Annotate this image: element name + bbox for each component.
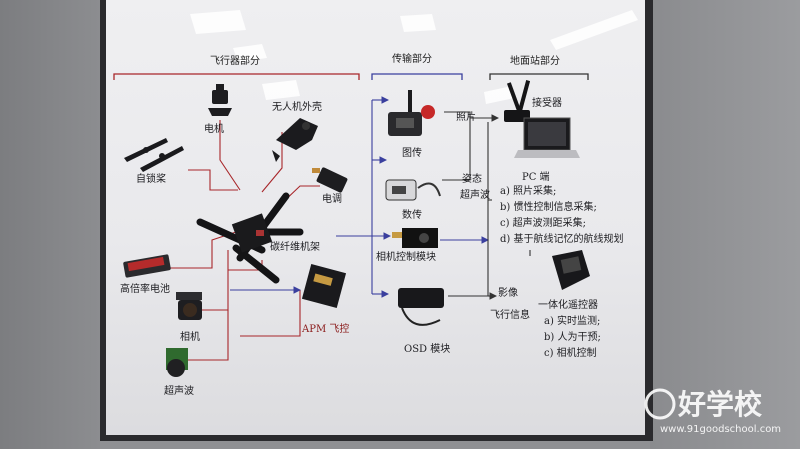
pc-item-3: d) 基于航线记忆的航线规划 [500, 232, 623, 245]
section-title-transmission: 传输部分 [392, 52, 432, 65]
label-camera: 相机 [180, 330, 200, 343]
watermark-url: www.91goodschool.com [660, 424, 781, 435]
rc-item-0: a) 实时监测; [544, 314, 600, 327]
wall-right [650, 0, 800, 449]
light-glare [190, 10, 638, 104]
camera-icon [176, 292, 202, 320]
rc-title: 一体化遥控器 [538, 298, 598, 311]
pc-item-1: b) 惯性控制信息采集; [500, 200, 597, 213]
ground-bracket [489, 73, 589, 80]
frame-accent [256, 230, 264, 236]
image-tx-icon [388, 90, 435, 136]
osd-icon [398, 288, 444, 326]
motor-icon [208, 84, 232, 116]
label-osd: OSD 模块 [404, 343, 450, 355]
label-camera-module: 相机控制模块 [376, 250, 436, 263]
link-label-flight-info: 飞行信息 [490, 308, 530, 321]
label-esc: 电调 [322, 192, 342, 205]
section-title-flight: 飞行器部分 [210, 54, 260, 67]
pc-title: PC 端 [522, 170, 550, 183]
data-tx-icon [385, 179, 441, 201]
ultrasonic-icon [166, 348, 188, 377]
apm-icon [301, 263, 347, 309]
frame-center [231, 213, 273, 253]
laptop-icon [514, 117, 580, 158]
label-image-tx: 图传 [402, 147, 422, 159]
remote-controller-icon [552, 250, 590, 290]
link-label-ultrasonic: 超声波 [460, 188, 490, 201]
esc-icon [312, 167, 348, 193]
link-label-video: 影像 [498, 287, 518, 299]
transmission-bracket [371, 73, 463, 80]
flight-bracket [113, 73, 360, 80]
watermark-brand: 好学校 [677, 388, 763, 421]
link-label-attitude: 姿态 [462, 172, 482, 185]
section-title-ground: 地面站部分 [510, 54, 560, 67]
rc-item-2: c) 相机控制 [544, 346, 597, 359]
pc-item-0: a) 照片采集; [500, 184, 556, 197]
label-motor: 电机 [204, 122, 224, 135]
wall-left [0, 0, 100, 449]
drone-shell-icon [272, 118, 318, 162]
label-receiver: 接受器 [532, 96, 562, 109]
pc-item-2: c) 超声波测距采集; [500, 216, 586, 229]
label-battery: 高倍率电池 [120, 282, 170, 295]
label-propeller: 自锁桨 [136, 172, 166, 185]
label-ultrasonic: 超声波 [164, 384, 194, 397]
label-data-tx: 数传 [402, 208, 422, 221]
watermark: 好学校 www.91goodschool.com [644, 388, 781, 435]
link-label-photo: 照片 [456, 110, 476, 123]
label-apm: APM 飞控 [301, 322, 349, 335]
label-frame: 碳纤维机架 [270, 240, 320, 253]
camera-module-icon [392, 228, 438, 248]
rc-item-1: b) 人为干预; [544, 331, 601, 343]
transmission-connectors [336, 96, 490, 298]
propeller-icon [124, 138, 184, 172]
ground-connectors [442, 111, 531, 300]
receiver-icon [504, 80, 531, 122]
label-shell: 无人机外壳 [272, 100, 322, 113]
battery-icon [123, 254, 171, 278]
